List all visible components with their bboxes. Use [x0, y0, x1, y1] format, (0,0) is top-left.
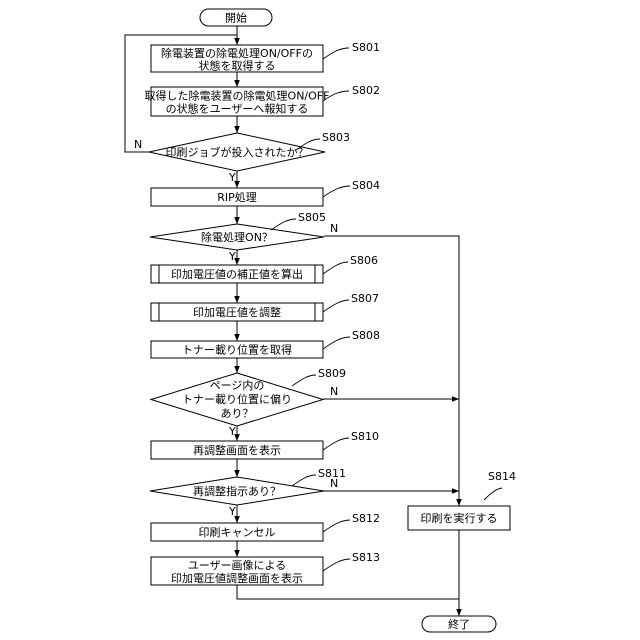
step-label-s801: S801	[352, 41, 380, 54]
node-s813: ユーザー画像による 印加電圧値調整画面を表示	[151, 557, 323, 585]
s810-label: 再調整画面を表示	[193, 443, 281, 457]
step-label-s809: S809	[318, 367, 346, 380]
s802-line-2: の状態をユーザーへ報知する	[166, 102, 309, 116]
branch-s809-no: N	[330, 385, 338, 398]
branch-s803-no: N	[134, 138, 142, 151]
node-start: 開始	[200, 9, 272, 26]
s808-label: トナー載り位置を取得	[182, 343, 292, 357]
node-s810: 再調整画面を表示	[151, 441, 323, 459]
s805-label: 除電処理ON？	[201, 230, 273, 244]
branch-s811-yes: Y	[228, 505, 236, 518]
start-label: 開始	[225, 11, 247, 25]
s814-label: 印刷を実行する	[421, 511, 498, 525]
s809-line-2: トナー載り位置に偏り	[182, 392, 292, 406]
s813-line-2: 印加電圧値調整画面を表示	[171, 571, 303, 585]
step-label-s802: S802	[352, 84, 380, 97]
node-s809: ページ内の トナー載り位置に偏り あり？	[151, 373, 323, 426]
node-s801: 除電装置の除電処理ON/OFFの 状態を取得する	[151, 45, 323, 73]
s809-line-1: ページ内の	[210, 378, 265, 392]
s806-label: 印加電圧値の補正値を算出	[171, 267, 303, 281]
branch-s803-yes: Y	[228, 171, 236, 184]
s803-label: 印刷ジョブが投入されたか？	[166, 145, 309, 159]
step-label-s807: S807	[351, 292, 379, 305]
step-label-s812: S812	[352, 512, 380, 525]
node-s811: 再調整指示あり？	[150, 477, 324, 505]
s804-label: RIP処理	[217, 191, 257, 204]
node-end: 終了	[422, 616, 496, 632]
step-label-s803: S803	[322, 131, 350, 144]
node-s803: 印刷ジョブが投入されたか？	[149, 133, 325, 171]
step-label-s804: S804	[352, 179, 380, 192]
node-s804: RIP処理	[151, 188, 323, 206]
step-label-s810: S810	[351, 430, 379, 443]
s812-label: 印刷キャンセル	[199, 526, 276, 539]
s801-line-2: 状態を取得する	[199, 59, 276, 73]
node-s805: 除電処理ON？	[150, 224, 324, 250]
branch-s809-yes: Y	[228, 425, 236, 438]
end-label: 終了	[448, 617, 470, 631]
branch-s805-no: N	[330, 222, 338, 235]
step-label-s814: S814	[488, 470, 516, 483]
branch-s811-no: N	[330, 477, 338, 490]
branch-s805-yes: Y	[228, 250, 236, 263]
step-label-s805: S805	[298, 211, 326, 224]
node-s808: トナー載り位置を取得	[151, 341, 323, 358]
step-label-s806: S806	[350, 254, 378, 267]
step-label-s813: S813	[352, 551, 380, 564]
node-s812: 印刷キャンセル	[151, 523, 323, 541]
edge-s813-end	[237, 585, 459, 599]
step-label-s808: S808	[352, 329, 380, 342]
s809-line-3: あり？	[221, 407, 254, 420]
s802-line-1: 取得した除電装置の除電処理ON/OFF	[145, 89, 330, 103]
s801-line-1: 除電装置の除電処理ON/OFFの	[161, 46, 313, 60]
node-s802: 取得した除電装置の除電処理ON/OFF の状態をユーザーへ報知する	[145, 87, 330, 116]
s807-label: 印加電圧値を調整	[193, 305, 281, 319]
node-s814: 印刷を実行する	[408, 506, 510, 530]
node-s807: 印加電圧値を調整	[151, 303, 323, 321]
s811-label: 再調整指示あり？	[193, 484, 281, 498]
s813-line-1: ユーザー画像による	[188, 559, 286, 572]
node-s806: 印加電圧値の補正値を算出	[151, 265, 323, 283]
